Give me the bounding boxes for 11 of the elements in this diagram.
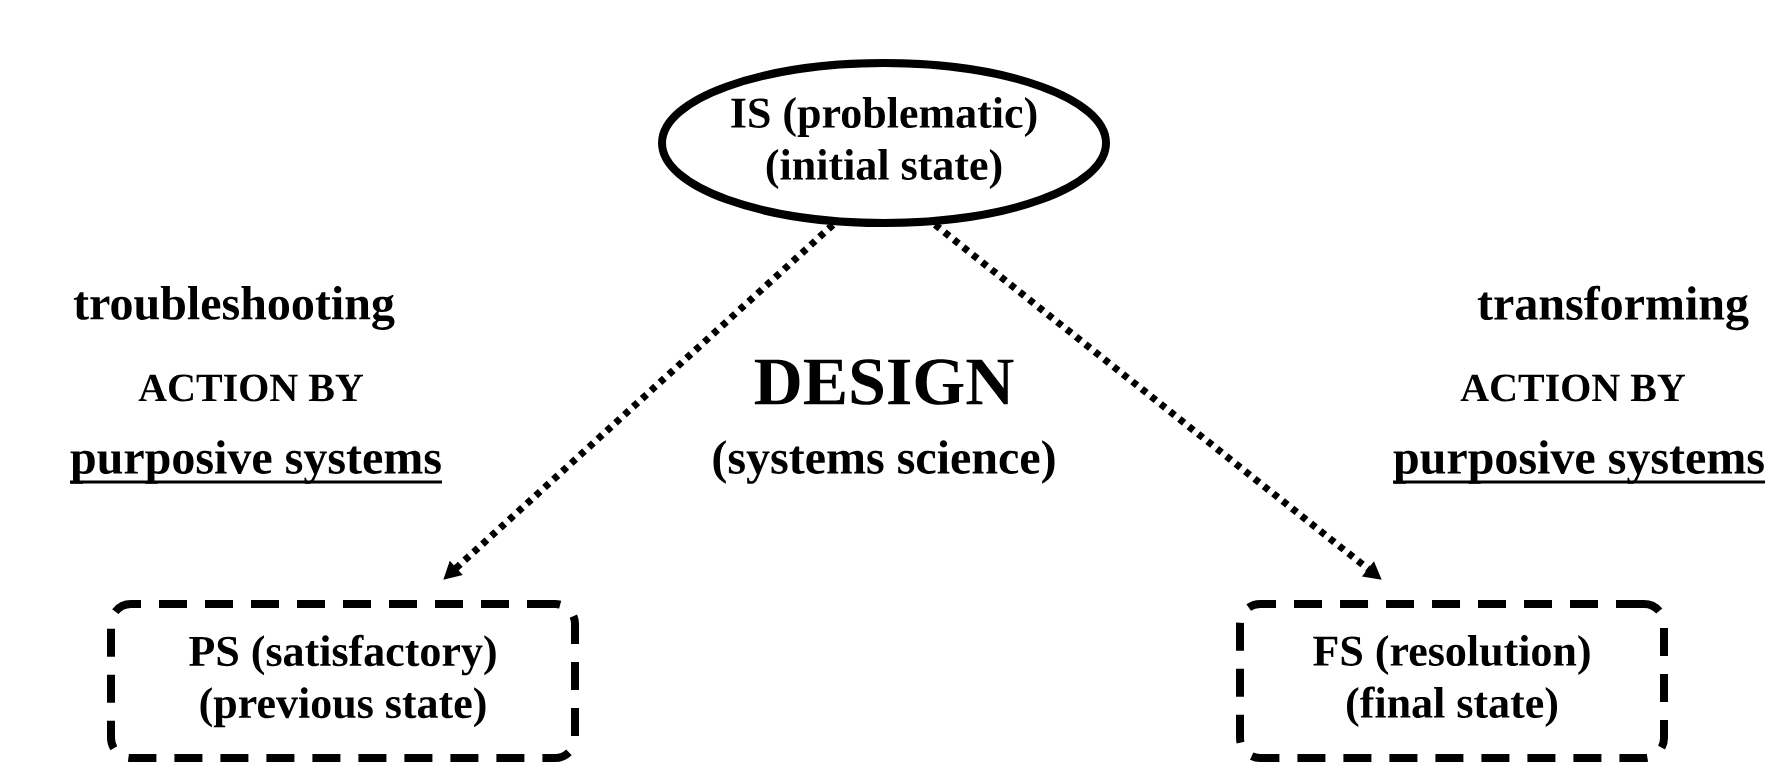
label-text: ACTION BY (138, 374, 363, 402)
label-text: ACTION BY (1460, 374, 1685, 402)
label-text: purposive systems (1393, 440, 1766, 484)
label-text: purposive systems (70, 440, 442, 484)
label-text: troubleshooting (73, 286, 395, 330)
label-text: transforming (1477, 285, 1749, 331)
dashed-box: PS (satisfactory) (previous state) (107, 600, 579, 762)
label-text: (systems science) (713, 440, 1055, 484)
label-text: DESIGN (754, 359, 1014, 405)
dashed-box: FS (resolution) (final state) (1236, 600, 1668, 762)
ellipse-node: IS (problematic) (initial state) (658, 59, 1110, 227)
